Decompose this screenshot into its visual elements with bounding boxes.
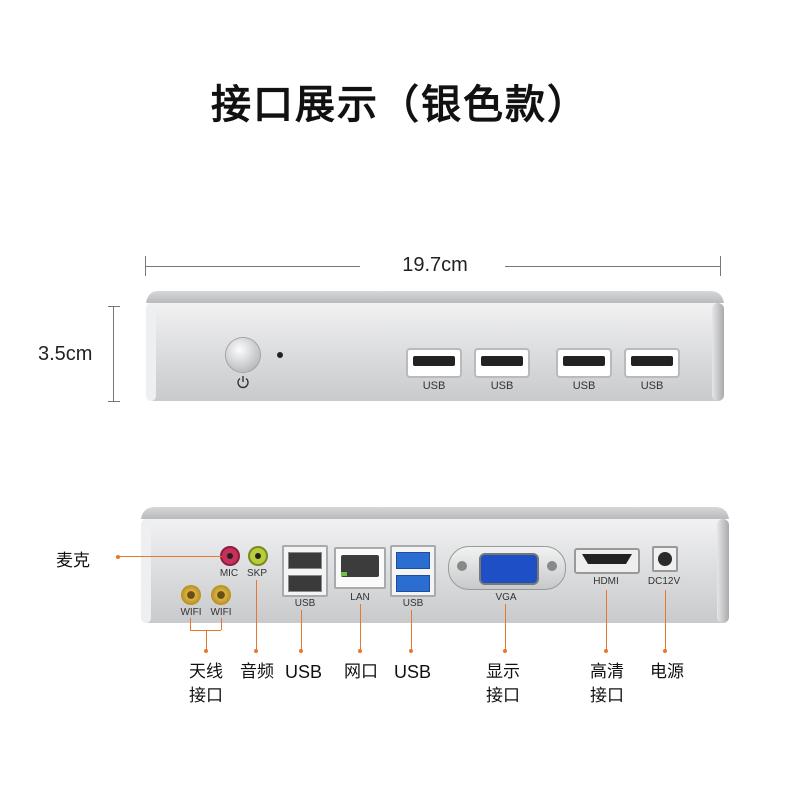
height-tick-top xyxy=(108,306,120,307)
audio-callout-dot xyxy=(254,649,258,653)
led-indicator xyxy=(277,352,283,358)
front-usb-label-3: USB xyxy=(572,380,596,392)
rear-usb-stack-1[interactable] xyxy=(282,545,328,597)
audio-callout: 音频 xyxy=(240,662,274,682)
mic-callout-dot xyxy=(116,555,120,559)
height-dimension-line xyxy=(113,306,114,402)
antenna-leader-left xyxy=(190,618,191,630)
usb1-callout: USB xyxy=(285,662,323,682)
vga-callout-dot xyxy=(503,649,507,653)
lan-leader xyxy=(360,604,361,650)
usb2-callout: USB xyxy=(394,662,432,682)
power-button[interactable] xyxy=(226,338,260,372)
dc-power-jack[interactable] xyxy=(652,546,678,572)
dc-label: DC12V xyxy=(647,576,681,587)
mic-leader xyxy=(118,556,222,557)
hdmi-label: HDMI xyxy=(593,576,619,587)
antenna-callout: 天线 接口 xyxy=(189,662,223,706)
lan-led xyxy=(341,572,347,576)
audio-leader xyxy=(256,580,257,650)
front-usb-port-4[interactable] xyxy=(624,348,680,378)
mic-label: MIC xyxy=(219,568,239,579)
speaker-jack[interactable] xyxy=(248,546,268,566)
front-usb-port-1[interactable] xyxy=(406,348,462,378)
skp-label: SKP xyxy=(246,568,267,579)
lan-port[interactable] xyxy=(334,547,386,589)
front-usb-port-3[interactable] xyxy=(556,348,612,378)
front-usb-label-2: USB xyxy=(490,380,514,392)
wifi-label-1: WIFI xyxy=(180,607,202,618)
usb1-callout-dot xyxy=(299,649,303,653)
dc-leader xyxy=(665,590,666,650)
lan-callout-dot xyxy=(358,649,362,653)
hdmi-callout-dot xyxy=(604,649,608,653)
front-usb-label-1: USB xyxy=(422,380,446,392)
dc-callout-dot xyxy=(663,649,667,653)
width-tick-right xyxy=(720,256,721,276)
wifi-antenna-connector-1[interactable] xyxy=(181,585,201,605)
rear-usb-stack-2[interactable] xyxy=(390,545,436,597)
usb1-leader xyxy=(301,610,302,650)
rear-usb-label-2: USB xyxy=(402,598,424,609)
width-dimension-line-right xyxy=(505,266,720,267)
antenna-callout-dot xyxy=(204,649,208,653)
width-tick-left xyxy=(145,256,146,276)
power-callout: 电源 xyxy=(650,662,684,682)
vga-leader xyxy=(505,604,506,650)
front-usb-port-2[interactable] xyxy=(474,348,530,378)
height-tick-bottom xyxy=(108,401,120,402)
wifi-antenna-connector-2[interactable] xyxy=(211,585,231,605)
rear-usb-label-1: USB xyxy=(294,598,316,609)
front-usb-label-4: USB xyxy=(640,380,664,392)
display-callout: 显示 接口 xyxy=(486,662,520,706)
vga-port[interactable] xyxy=(448,546,566,590)
power-icon xyxy=(237,376,249,389)
height-label: 3.5cm xyxy=(38,343,110,366)
hdmi-port[interactable] xyxy=(574,548,640,574)
antenna-leader-bracket xyxy=(190,630,221,631)
hdmi-callout: 高清 接口 xyxy=(590,662,624,706)
mic-jack[interactable] xyxy=(220,546,240,566)
antenna-leader-down xyxy=(206,630,207,650)
antenna-leader-right xyxy=(221,618,222,630)
page-title: 接口展示（银色款） xyxy=(211,82,589,128)
hdmi-leader xyxy=(606,590,607,650)
usb2-callout-dot xyxy=(409,649,413,653)
wifi-label-2: WIFI xyxy=(210,607,232,618)
usb2-leader xyxy=(411,610,412,650)
lan-callout: 网口 xyxy=(344,662,378,682)
lan-label: LAN xyxy=(350,592,370,603)
width-label: 19.7cm xyxy=(402,254,468,276)
width-dimension-line-left xyxy=(145,266,360,267)
vga-label: VGA xyxy=(495,592,517,603)
mic-callout: 麦克 xyxy=(56,551,90,571)
